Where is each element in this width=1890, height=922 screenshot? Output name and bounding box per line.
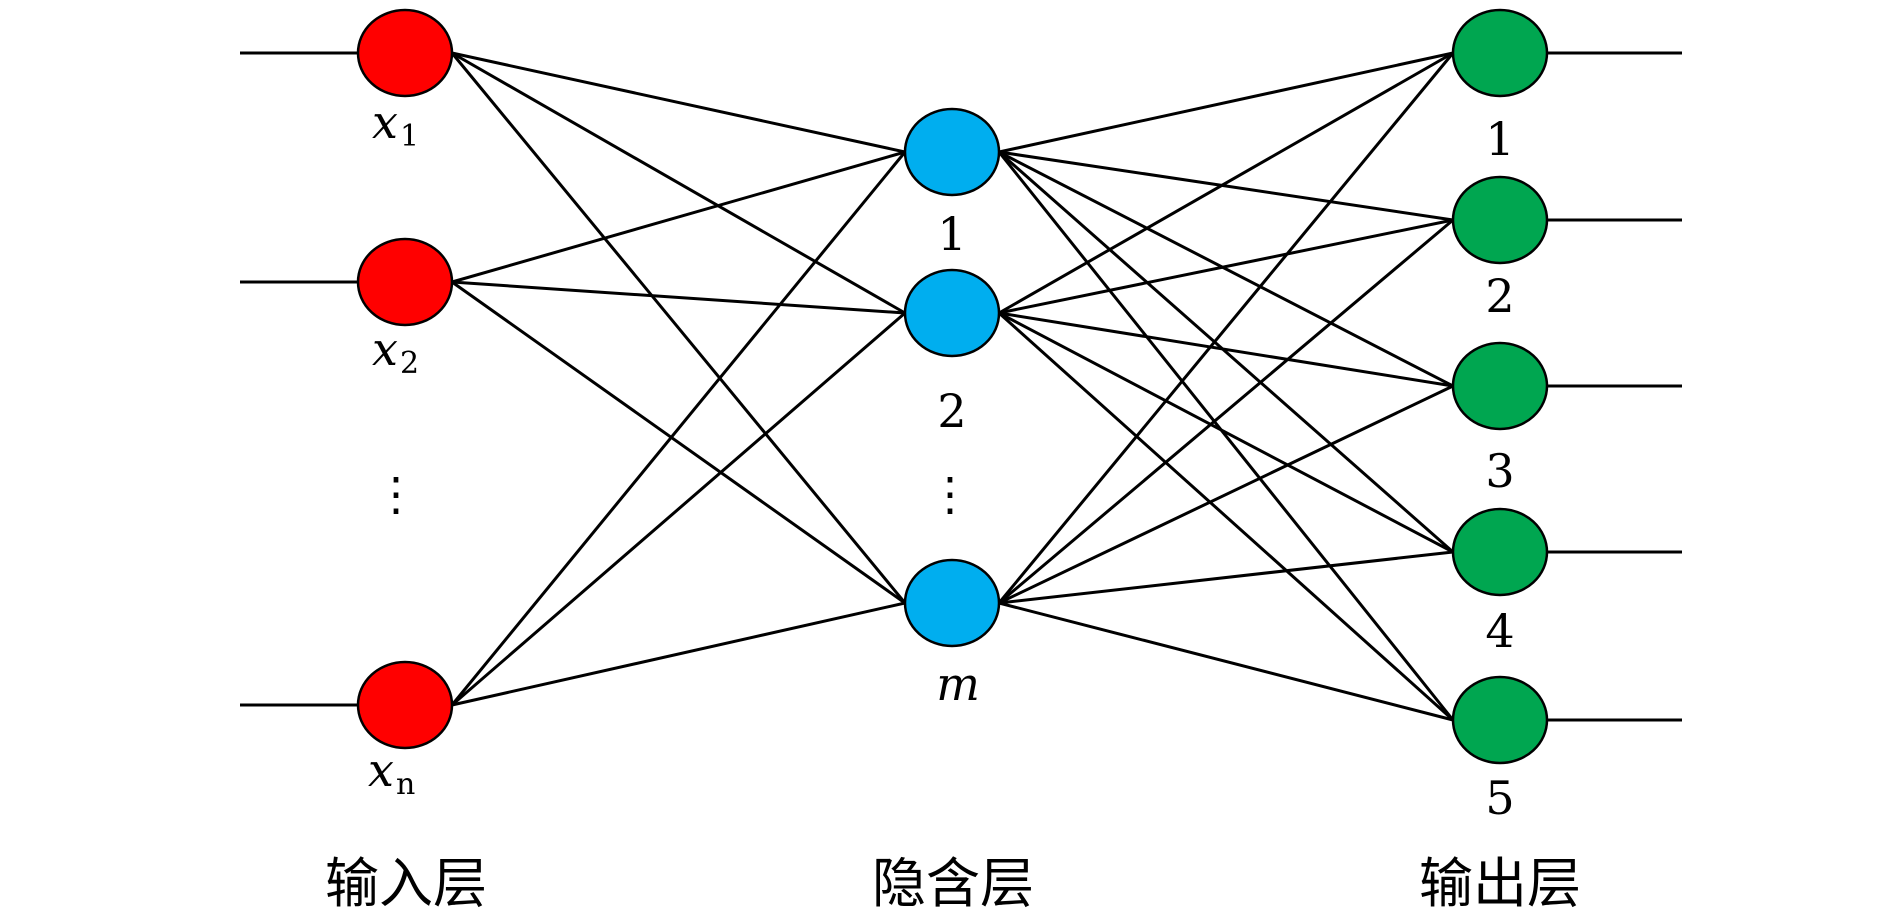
output-node-5 bbox=[1451, 675, 1549, 765]
input-node-1 bbox=[356, 8, 454, 98]
edge-input-2-hidden-3 bbox=[451, 280, 906, 605]
edge-hidden-3-output-4 bbox=[998, 550, 1454, 605]
hidden-node-2 bbox=[903, 268, 1001, 358]
layer-title-output: 输出层 bbox=[1419, 852, 1581, 915]
edge-hidden-2-output-2 bbox=[998, 218, 1454, 315]
edge-input-3-hidden-3 bbox=[451, 601, 906, 707]
output-label-4: 4 bbox=[1485, 604, 1514, 658]
edge-hidden-3-output-3 bbox=[998, 384, 1454, 605]
output-node-1 bbox=[1451, 8, 1549, 98]
output-node-3 bbox=[1451, 341, 1549, 431]
input-ellipsis: ⋮ bbox=[373, 467, 419, 521]
edge-input-3-hidden-1 bbox=[450, 151, 907, 706]
hidden-label-2: 2 bbox=[937, 384, 966, 438]
io-stubs bbox=[240, 51, 1682, 722]
edge-hidden-1-output-3 bbox=[998, 150, 1454, 388]
output-label-3: 3 bbox=[1485, 444, 1514, 498]
edge-hidden-1-output-2 bbox=[998, 150, 1454, 222]
layer-title-input: 输入层 bbox=[325, 852, 487, 915]
edge-hidden-3-output-5 bbox=[998, 601, 1454, 722]
input-label-2: x2 bbox=[372, 322, 419, 381]
input-node-2 bbox=[356, 237, 454, 327]
output-node-2 bbox=[1451, 175, 1549, 265]
edge-hidden-3-output-1 bbox=[997, 52, 1455, 604]
edge-hidden-3-output-2 bbox=[998, 218, 1454, 605]
layer-title-hidden: 隐含层 bbox=[872, 852, 1034, 915]
edge-hidden-2-output-5 bbox=[997, 311, 1455, 722]
input-node-3 bbox=[356, 660, 454, 750]
edge-hidden-2-output-4 bbox=[998, 311, 1454, 554]
edge-input-1-hidden-3 bbox=[450, 52, 907, 604]
input-label-n: xn bbox=[368, 743, 415, 802]
edge-input-2-hidden-1 bbox=[451, 150, 906, 284]
edge-hidden-1-output-5 bbox=[997, 151, 1455, 721]
output-label-1: 1 bbox=[1485, 112, 1514, 166]
hidden-label-1: 1 bbox=[937, 207, 966, 261]
output-label-5: 5 bbox=[1485, 771, 1514, 825]
output-node-4 bbox=[1451, 507, 1549, 597]
connections bbox=[450, 51, 1455, 722]
edge-input-1-hidden-2 bbox=[451, 51, 906, 315]
edge-input-3-hidden-2 bbox=[451, 311, 906, 707]
edge-hidden-2-output-3 bbox=[998, 311, 1454, 388]
input-label-1: x1 bbox=[372, 95, 419, 154]
edge-input-2-hidden-2 bbox=[451, 280, 906, 315]
nodes bbox=[356, 8, 1549, 765]
edge-hidden-1-output-4 bbox=[998, 150, 1454, 554]
output-label-2: 2 bbox=[1485, 269, 1514, 323]
hidden-ellipsis: ⋮ bbox=[927, 467, 973, 521]
edge-input-1-hidden-1 bbox=[451, 51, 906, 154]
hidden-node-1 bbox=[903, 107, 1001, 197]
edge-hidden-2-output-1 bbox=[998, 51, 1454, 315]
hidden-node-3 bbox=[903, 558, 1001, 648]
edge-hidden-1-output-1 bbox=[998, 51, 1454, 154]
hidden-label-m: m bbox=[936, 657, 980, 711]
